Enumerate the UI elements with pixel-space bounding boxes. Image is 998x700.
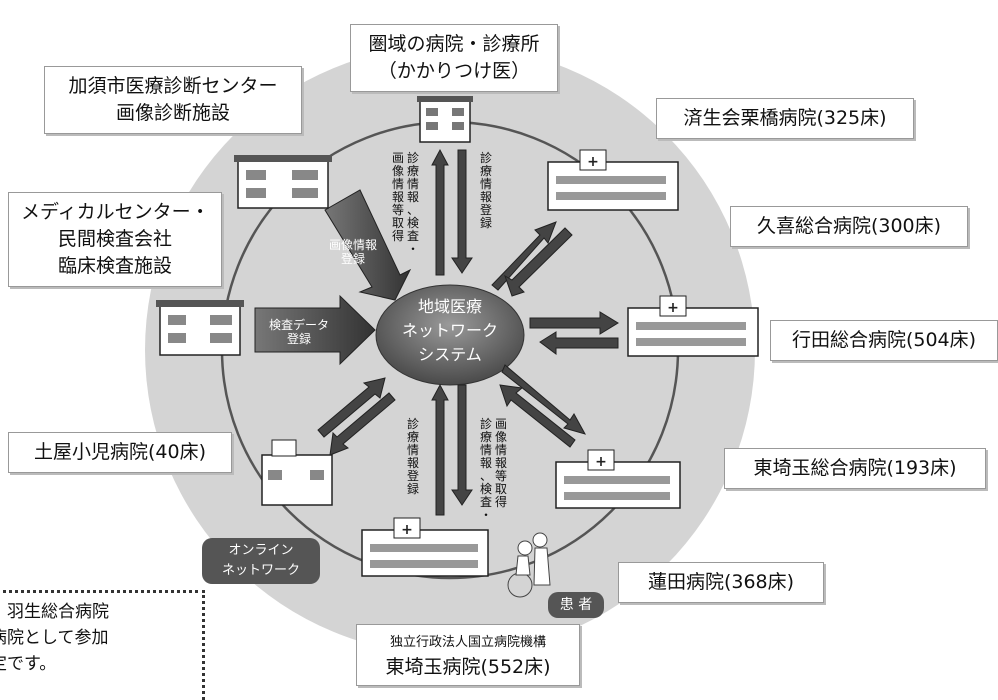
building-national: + — [361, 517, 489, 577]
arrow-ll-in — [329, 392, 396, 456]
arrow-left-gyoda — [539, 331, 619, 355]
building-saiseikai: + — [547, 149, 679, 211]
building-higashisaitama-general: + — [555, 449, 681, 509]
building-medical-center — [156, 300, 244, 356]
node-gyoda: 行田総合病院(504床) — [770, 320, 998, 361]
image-registration-arrow — [324, 189, 412, 301]
label-top-right: 診療情報登録 — [479, 151, 492, 230]
label-bottom-right-a: 診療情報、検査・ — [479, 417, 492, 522]
svg-text:+: + — [401, 522, 413, 538]
label-bottom-left: 診療情報登録 — [406, 417, 419, 496]
label-lab-registration: 検査データ登録 — [268, 318, 329, 346]
node-medical-center: メディカルセンター・民間検査会社臨床検査施設 — [8, 192, 222, 287]
center-label-3: システム — [418, 345, 482, 364]
arrow-lr-out — [501, 364, 587, 435]
arrow-up-bottom — [431, 383, 449, 516]
arrow-down-top — [451, 149, 473, 274]
center-hub — [375, 284, 525, 386]
label-bottom-right-b: 画像情報等取得 — [494, 417, 507, 509]
node-clinic: 圏域の病院・診療所（かかりつけ医） — [350, 24, 558, 92]
building-gyoda: + — [627, 295, 759, 357]
node-kazo: 加須市医療診断センター画像診断施設 — [44, 66, 302, 134]
online-network-tag: オンラインネットワーク — [202, 538, 320, 584]
svg-text:+: + — [595, 454, 607, 470]
arrow-ll-out — [317, 377, 386, 438]
building-kazo — [234, 155, 332, 209]
building-clinic — [417, 96, 473, 143]
node-higashisaitama-general: 東埼玉総合病院(193床) — [724, 448, 986, 489]
building-tsuchiya — [261, 439, 333, 506]
center-label-2: ネットワーク — [402, 321, 498, 340]
svg-text:+: + — [667, 300, 679, 316]
arrows — [317, 148, 619, 516]
node-kuki: 久喜総合病院(300床) — [730, 206, 968, 247]
label-top-left-b: 画像情報等取得 — [391, 151, 404, 243]
arrow-ur-in — [504, 227, 573, 297]
node-national: 独立行政法人国立病院機構東埼玉病院(552床) — [356, 624, 580, 686]
node-tsuchiya: 土屋小児病院(40床) — [8, 432, 232, 473]
label-top-left-a: 診療情報、検査・ — [406, 151, 419, 256]
svg-text:+: + — [587, 154, 599, 170]
center-label-1: 地域医療 — [418, 297, 482, 316]
patient-tag: 患 者 — [548, 592, 604, 618]
note-box: 、羽生総合病院病院として参加定です。 — [0, 590, 205, 700]
arrow-ur-out — [491, 221, 557, 291]
patient-icon — [507, 532, 551, 598]
arrow-up-top — [431, 148, 449, 276]
arrow-lr-in — [499, 384, 576, 448]
node-saiseikai: 済生会栗橋病院(325床) — [656, 98, 914, 139]
label-image-registration: 画像情報登録 — [328, 238, 377, 266]
arrow-down-bottom — [451, 384, 473, 506]
lab-data-arrow — [254, 294, 376, 366]
node-hasuda: 蓮田病院(368床) — [618, 562, 824, 603]
arrow-right-gyoda — [529, 311, 619, 335]
